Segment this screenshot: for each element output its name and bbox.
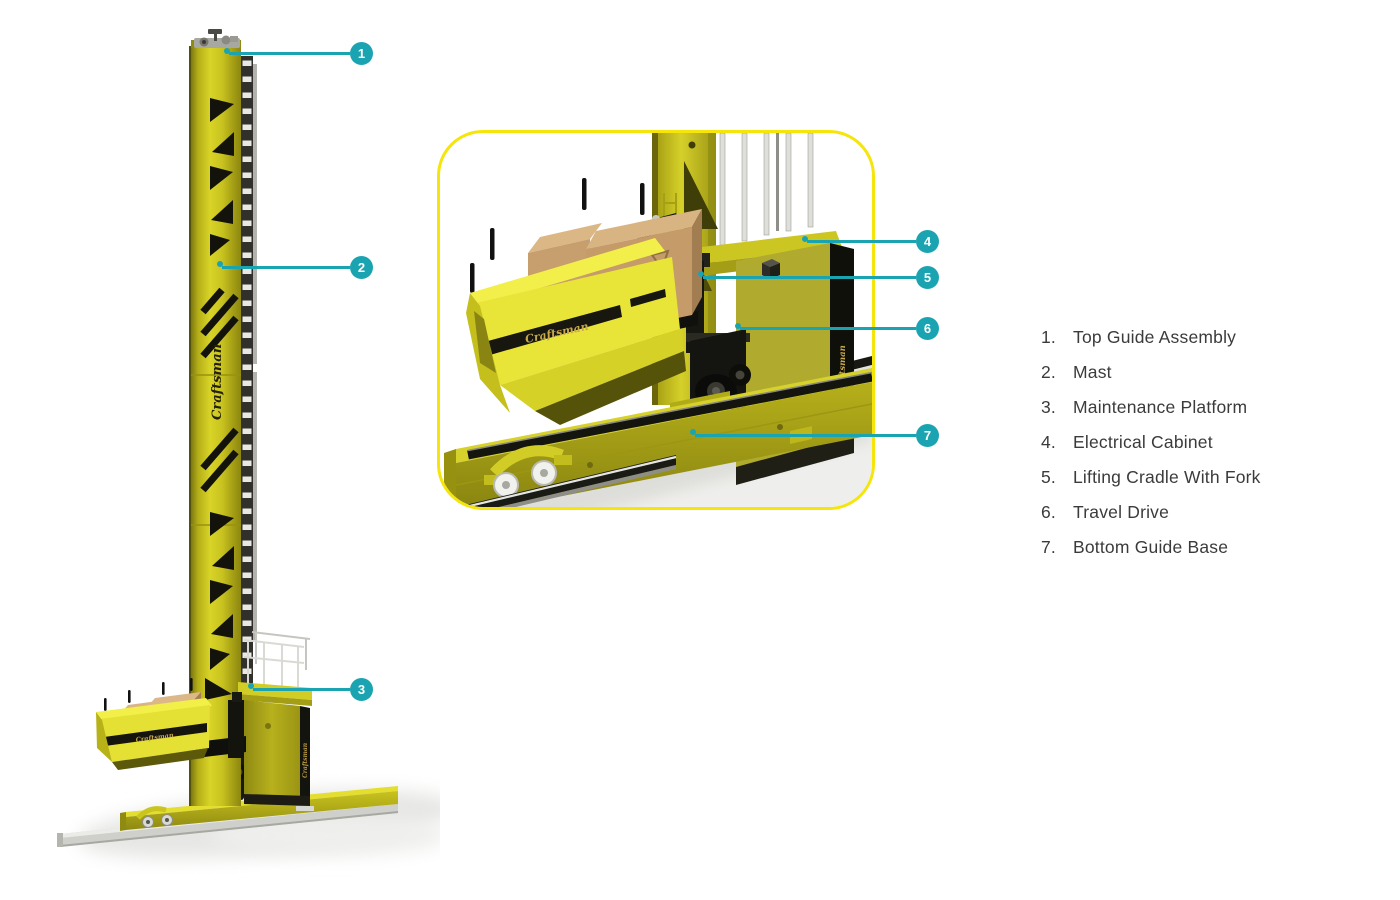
callout-6-marker: 6 (916, 317, 939, 340)
callout-5-marker: 5 (916, 266, 939, 289)
callout-2-number: 2 (357, 260, 366, 275)
callout-6-dot (735, 323, 741, 329)
callout-2-line (222, 266, 350, 269)
legend-item-6: 6. Travel Drive (1041, 495, 1261, 530)
callout-1-marker: 1 (350, 42, 373, 65)
mast-graphic: Craftsman (189, 40, 241, 806)
legend-item-5-number: 5. (1041, 467, 1056, 487)
callout-4-number: 4 (923, 234, 932, 249)
legend-item-1-label: Top Guide Assembly (1073, 327, 1237, 347)
callout-2-dot (217, 261, 223, 267)
brand-logo-cabinet-small: Craftsman (302, 743, 309, 778)
legend-item-2-label: Mast (1073, 362, 1112, 382)
callout-4-line (807, 240, 916, 243)
legend-item-1-number: 1. (1041, 327, 1056, 347)
detail-lifting-cradle: Craftsman (466, 178, 702, 425)
cube-icon (762, 259, 780, 279)
legend-item-1: 1. Top Guide Assembly (1041, 320, 1261, 355)
legend-item-7-label: Bottom Guide Base (1073, 537, 1229, 557)
callout-7-line (695, 434, 916, 437)
legend-item-3: 3. Maintenance Platform (1041, 390, 1261, 425)
legend-item-6-number: 6. (1041, 502, 1056, 522)
maintenance-platform-graphic (238, 631, 312, 706)
legend-item-7: 7. Bottom Guide Base (1041, 530, 1261, 565)
callout-1-line (229, 52, 350, 55)
callout-7-dot (690, 429, 696, 435)
legend-item-4-label: Electrical Cabinet (1073, 432, 1213, 452)
callout-6-number: 6 (923, 321, 932, 336)
legend-item-3-label: Maintenance Platform (1073, 397, 1248, 417)
legend-item-5-label: Lifting Cradle With Fork (1073, 467, 1261, 487)
callout-3-dot (248, 683, 254, 689)
callout-5-number: 5 (923, 270, 932, 285)
callout-2-marker: 2 (350, 256, 373, 279)
mast-ladder-rack-graphic (241, 56, 257, 692)
callout-5-line (703, 276, 916, 279)
callout-1-dot (224, 48, 230, 54)
callout-5-dot (698, 271, 704, 277)
brand-logo-detail-cabinet: Craftsman (838, 345, 848, 395)
callout-4-dot (802, 236, 808, 242)
legend-item-7-number: 7. (1041, 537, 1056, 557)
top-guide-assembly-graphic (194, 29, 240, 48)
legend-item-2: 2. Mast (1041, 355, 1261, 390)
legend-item-4-number: 4. (1041, 432, 1056, 452)
legend-item-2-number: 2. (1041, 362, 1056, 382)
callout-4-marker: 4 (916, 230, 939, 253)
detail-inset-illustration: Craftsman (440, 133, 872, 507)
detail-inset-view: Craftsman (437, 130, 875, 510)
callout-6-line (740, 327, 916, 330)
lifting-cradle-graphic: Craftsman (96, 678, 246, 770)
callout-3-number: 3 (357, 682, 366, 697)
callout-3-line (253, 688, 350, 691)
legend-item-3-number: 3. (1041, 397, 1056, 417)
electrical-cabinet-graphic: Craftsman (244, 700, 314, 811)
detail-bottom-guide-base (444, 368, 872, 507)
callout-3-marker: 3 (350, 678, 373, 701)
callout-1-number: 1 (357, 46, 366, 61)
brand-logo-mast: Craftsman (210, 344, 225, 420)
stacker-crane-full-illustration: Craftsman (57, 29, 440, 859)
legend-item-4: 4. Electrical Cabinet (1041, 425, 1261, 460)
callout-7-number: 7 (923, 428, 932, 443)
callout-7-marker: 7 (916, 424, 939, 447)
legend-item-6-label: Travel Drive (1073, 502, 1170, 522)
parts-legend: 1. Top Guide Assembly 2. Mast 3. Mainten… (1041, 320, 1261, 565)
legend-item-5: 5. Lifting Cradle With Fork (1041, 460, 1261, 495)
